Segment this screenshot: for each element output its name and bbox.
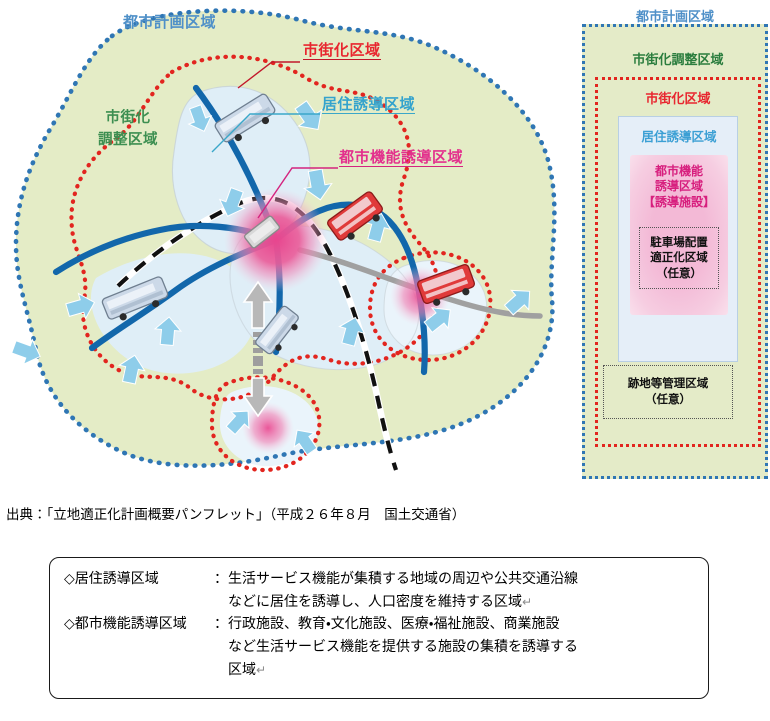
definition-body-0-line1: 生活サービス機能が集積する地域の周辺や公共交通沿線 xyxy=(228,571,578,587)
legend-label-vacant-land-management-area: 跡地等管理区域 （任意） xyxy=(628,376,709,407)
legend-label-urban-function-line2: 誘導区域 xyxy=(654,179,703,194)
map-label-city-planning-area: 都市計画区域 xyxy=(123,13,217,31)
legend-label-urban-function-line1: 都市機能 xyxy=(654,164,703,178)
map-label-urban-function-induction-area: 都市機能誘導区域 xyxy=(339,148,464,167)
legend-label-urban-function-induction-area: 都市機能 誘導区域 【誘導施設】 xyxy=(630,164,728,210)
legend-label-vacant-land-line1: 跡地等管理区域 xyxy=(627,376,709,391)
legend-parking-optimization-area-box: 駐車場配置 適正化区域 （任意） xyxy=(639,227,719,289)
definition-body-1-line2: など生活サービス機能を提供する施設の集積を誘導する xyxy=(228,639,578,656)
definition-body-0-line2: などに居住を誘導し、人口密度を維持する区域↵ xyxy=(228,591,698,614)
definition-body-urban-function-induction: 行政施設、教育・文化施設、医療・福祉施設、商業施設 など生活サービス機能を提供す… xyxy=(228,613,698,681)
legend-label-parking-line2: 適正化区域 xyxy=(650,250,708,265)
station-icon xyxy=(243,215,281,249)
legend-label-parking-optimization-area: 駐車場配置 適正化区域 （任意） xyxy=(650,235,708,281)
consolidation-arrows xyxy=(242,280,274,418)
definitions-box: ◇居住誘導区域 ： 生活サービス機能が集積する地域の周辺や公共交通沿線 などに居… xyxy=(49,557,709,699)
legend-label-urbanization-promotion-area: 市街化区域 xyxy=(645,92,711,107)
map-figure: 都市計画区域 市街化 調整区域 市街化区域 居住誘導区域 都市機能誘導区域 xyxy=(11,8,557,473)
definition-term-urban-function-induction: ◇都市機能誘導区域 xyxy=(64,616,187,633)
legend-label-vacant-land-line2: （任意） xyxy=(645,392,691,406)
pilcrow-icon-1: ↵ xyxy=(256,662,267,677)
definition-body-1-line1: 行政施設、教育・文化施設、医療・福祉施設、商業施設 xyxy=(228,616,560,633)
train-icon-lower xyxy=(255,305,299,355)
induction-arrows xyxy=(11,100,531,456)
definition-body-1-line3-text: 区域 xyxy=(228,661,256,678)
legend-city-planning-area-box: 市街化調整区域 市街化区域 居住誘導区域 都市機能 誘導区域 【誘導施設】 駐車… xyxy=(582,24,768,479)
legend-title-city-planning-area: 都市計画区域 xyxy=(635,10,714,25)
legend-urbanization-promotion-area-box: 市街化区域 居住誘導区域 都市機能 誘導区域 【誘導施設】 駐車場配置 適正化区… xyxy=(595,77,761,447)
definition-colon-1: ： xyxy=(214,616,228,633)
definition-body-0-line2-text: などに居住を誘導し、人口密度を維持する区域 xyxy=(228,593,522,610)
map-label-residence-induction-area: 居住誘導区域 xyxy=(322,95,416,114)
legend-label-residence-induction-area: 居住誘導区域 xyxy=(641,129,717,144)
legend-urban-function-induction-area-box: 都市機能 誘導区域 【誘導施設】 駐車場配置 適正化区域 （任意） xyxy=(630,155,728,315)
zone-hierarchy-legend-panel: 都市計画区域 市街化調整区域 市街化区域 居住誘導区域 都市機能 誘導区域 【誘… xyxy=(581,0,769,488)
definitions-table: ◇居住誘導区域 ： 生活サービス機能が集積する地域の周辺や公共交通沿線 などに居… xyxy=(64,568,698,681)
map-label-urbanization-control-area: 市街化 調整区域 xyxy=(98,108,158,152)
legend-label-urban-function-line3: 【誘導施設】 xyxy=(642,194,715,209)
legend-label-parking-line3: （任意） xyxy=(656,265,702,280)
urban-structure-map xyxy=(11,8,557,473)
table-row: ◇都市機能誘導区域 ： 行政施設、教育・文化施設、医療・福祉施設、商業施設 など… xyxy=(64,613,698,681)
label-leader-lines xyxy=(211,61,338,219)
definition-body-residence-induction: 生活サービス機能が集積する地域の周辺や公共交通沿線 などに居住を誘導し、人口密度… xyxy=(228,568,698,613)
bus-icon-right xyxy=(417,263,475,306)
legend-vacant-land-management-area-box: 跡地等管理区域 （任意） xyxy=(603,365,733,419)
map-label-urbanization-control-area-line2: 調整区域 xyxy=(98,131,158,148)
map-label-urbanization-promotion-area: 市街化区域 xyxy=(303,41,381,60)
legend-residence-induction-area-box: 居住誘導区域 都市機能 誘導区域 【誘導施設】 駐車場配置 適正化区域 （任意） xyxy=(618,116,738,362)
legend-label-urbanization-control-area: 市街化調整区域 xyxy=(632,53,724,68)
map-label-urbanization-control-area-line1: 市街化 xyxy=(105,110,151,126)
train-icon-left xyxy=(101,276,169,321)
pilcrow-icon-0: ↵ xyxy=(522,594,533,609)
table-row: ◇居住誘導区域 ： 生活サービス機能が集積する地域の周辺や公共交通沿線 などに居… xyxy=(64,568,698,613)
city-planning-area-boundary xyxy=(13,8,557,468)
definition-colon-0: ： xyxy=(214,571,228,587)
definition-body-1-line3: 区域↵ xyxy=(228,659,698,682)
urbanization-promotion-boundary xyxy=(69,54,493,473)
source-citation: 出典：「立地適正化計画概要パンフレット」（平成２６年８月 国土交通省） xyxy=(6,507,466,523)
legend-label-parking-line1: 駐車場配置 xyxy=(650,235,708,250)
definition-term-residence-induction: ◇居住誘導区域 xyxy=(64,571,159,587)
bus-icon-center xyxy=(327,191,383,241)
